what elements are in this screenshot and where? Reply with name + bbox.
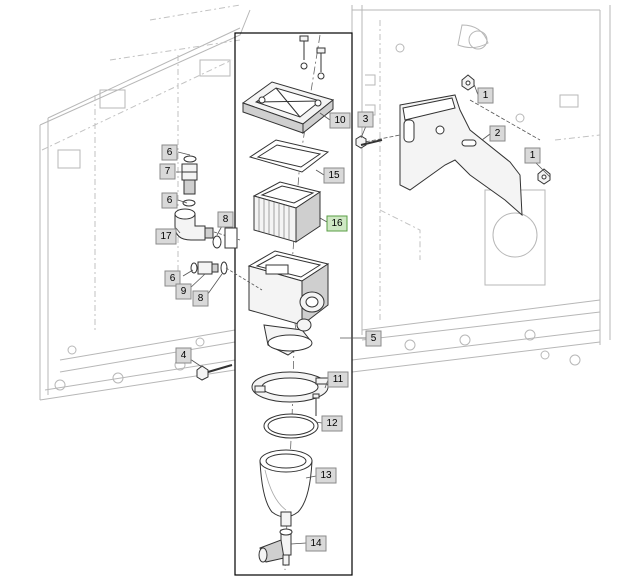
- callout-9-label: 9: [181, 286, 187, 297]
- gasket-part-15[interactable]: [248, 139, 330, 173]
- callout-17[interactable]: 17: [155, 228, 177, 245]
- callout-12[interactable]: 12: [321, 415, 343, 432]
- callout-17-label: 17: [160, 231, 172, 242]
- bolt-part-4[interactable]: [196, 364, 233, 381]
- callout-6-top[interactable]: 6: [161, 144, 178, 161]
- drain-valve-part-14[interactable]: [258, 528, 293, 566]
- callout-2[interactable]: 2: [489, 125, 506, 142]
- ring-clamp-part-11[interactable]: [251, 371, 329, 416]
- callout-16-label: 16: [331, 218, 343, 229]
- top-screws: [299, 35, 326, 80]
- callout-3[interactable]: 3: [357, 111, 374, 128]
- callout-6-top-label: 6: [167, 147, 173, 158]
- bowl-part-13[interactable]: [259, 449, 313, 527]
- callout-13-label: 13: [320, 470, 332, 481]
- elbow-part-17[interactable]: [174, 208, 214, 241]
- o-ring-part-12[interactable]: [263, 413, 319, 439]
- bracket-tab: [224, 227, 238, 249]
- nut-part-1b[interactable]: [537, 168, 551, 185]
- leader-lines: [175, 83, 551, 545]
- fitting-part-9[interactable]: [197, 261, 219, 275]
- o-ring-part-8[interactable]: [212, 235, 222, 249]
- callout-14[interactable]: 14: [305, 535, 327, 552]
- callout-8-low-label: 8: [198, 293, 204, 304]
- callout-15-label: 15: [328, 170, 340, 181]
- callout-5[interactable]: 5: [365, 330, 382, 347]
- callout-15[interactable]: 15: [323, 167, 345, 184]
- callout-7[interactable]: 7: [159, 163, 176, 180]
- callout-6-mid[interactable]: 6: [161, 192, 178, 209]
- callout-7-label: 7: [165, 166, 171, 177]
- assembly-frame: [234, 32, 353, 576]
- callout-14-label: 14: [310, 538, 322, 549]
- callout-4-label: 4: [181, 350, 187, 361]
- callout-11[interactable]: 11: [327, 371, 349, 388]
- bolt-part-3[interactable]: [355, 135, 383, 149]
- callout-8-low[interactable]: 8: [192, 290, 209, 307]
- callout-12-label: 12: [326, 418, 338, 429]
- o-ring-part-6[interactable]: [183, 155, 197, 163]
- callout-11-label: 11: [333, 374, 344, 385]
- adapter-part-7[interactable]: [181, 163, 198, 195]
- callout-1-right[interactable]: 1: [524, 147, 541, 164]
- mounting-bracket-part-2[interactable]: [359, 94, 541, 217]
- left-fittings: [174, 155, 263, 291]
- callout-10-label: 10: [334, 115, 346, 126]
- filter-housing-part-5[interactable]: [247, 250, 330, 356]
- callout-6-mid-label: 6: [167, 195, 173, 206]
- callout-9[interactable]: 9: [175, 283, 192, 300]
- cover-plate-part-10[interactable]: [241, 81, 335, 135]
- callout-10[interactable]: 10: [329, 112, 351, 129]
- callout-6-low-label: 6: [170, 273, 176, 284]
- callout-1-top[interactable]: 1: [477, 87, 494, 104]
- callout-4[interactable]: 4: [175, 347, 192, 364]
- callout-1-top-label: 1: [483, 90, 489, 101]
- callout-5-label: 5: [371, 333, 377, 344]
- callout-3-label: 3: [363, 114, 369, 125]
- callout-8-top[interactable]: 8: [217, 211, 234, 228]
- callout-6-low[interactable]: 6: [164, 270, 181, 287]
- callout-13[interactable]: 13: [315, 467, 337, 484]
- machine-frame-ghost: [39, 4, 611, 401]
- nut-part-1a[interactable]: [461, 74, 475, 91]
- o-ring-part-8b[interactable]: [220, 261, 228, 275]
- o-ring-part-6c[interactable]: [190, 262, 198, 274]
- callout-1-right-label: 1: [530, 150, 536, 161]
- filter-element-part-16[interactable]: [252, 181, 322, 243]
- callout-16[interactable]: 16: [326, 215, 348, 232]
- callout-8-top-label: 8: [223, 214, 229, 225]
- callout-2-label: 2: [495, 128, 501, 139]
- o-ring-part-6b[interactable]: [182, 199, 196, 207]
